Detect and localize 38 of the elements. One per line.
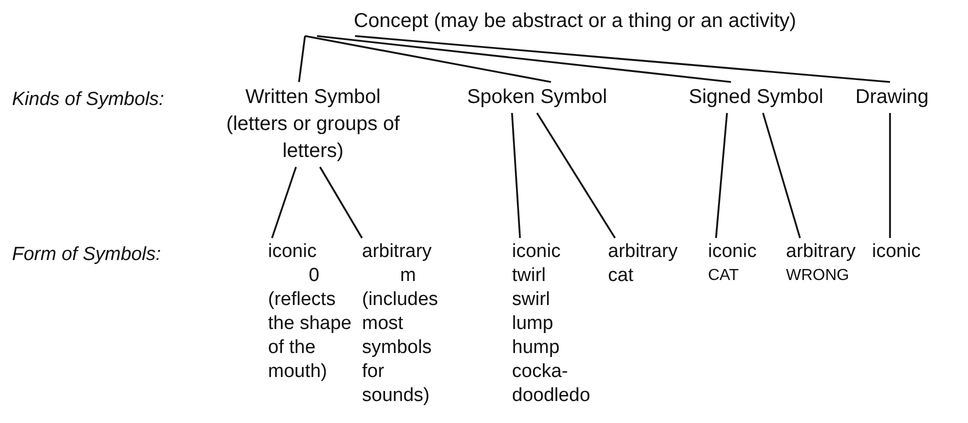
node-text: (letters or groups of letters) [226, 112, 400, 164]
node-text: Drawing [855, 85, 929, 110]
node-text: iconic [708, 240, 757, 264]
connector-line [271, 166, 297, 238]
node-text: Written Symbol [245, 85, 381, 110]
node-text: lump [512, 312, 554, 336]
connector-line [511, 112, 521, 238]
node-text: iconic [512, 240, 561, 264]
node-text: iconic [872, 240, 921, 264]
connector-line [304, 35, 552, 83]
connector-line [298, 36, 306, 82]
row-label: Kinds of Symbols: [12, 88, 164, 112]
node-text: (reflects the shape of the mouth) [268, 288, 352, 384]
node-text: CAT [708, 266, 739, 286]
node-text: arbitrary [608, 240, 678, 264]
node-text: WRONG [786, 266, 850, 286]
node-text: iconic [268, 240, 317, 264]
node-text: cocka-doodledo [512, 360, 592, 408]
connector-line [889, 113, 891, 238]
node-text: twirl [512, 264, 546, 288]
node-text: (includes most symbols for sounds) [362, 288, 440, 408]
node-text: arbitrary [786, 240, 856, 264]
connector-line [354, 35, 890, 83]
node-text: 0 [308, 264, 320, 288]
node-text: Concept (may be abstract or a thing or an activity) [354, 9, 796, 34]
node-text: arbitrary [362, 240, 432, 264]
row-label: Form of Symbols: [12, 243, 161, 267]
connector-line [536, 112, 616, 238]
connector-line [316, 35, 732, 83]
node-text: cat [608, 264, 634, 288]
node-text: Signed Symbol [688, 85, 824, 110]
connector-line [319, 166, 363, 238]
node-text: m [400, 264, 416, 288]
node-text: swirl [512, 288, 550, 312]
node-text: hump [512, 336, 560, 360]
connector-line [762, 112, 801, 238]
connector-line [715, 112, 728, 238]
node-text: Spoken Symbol [466, 85, 608, 110]
